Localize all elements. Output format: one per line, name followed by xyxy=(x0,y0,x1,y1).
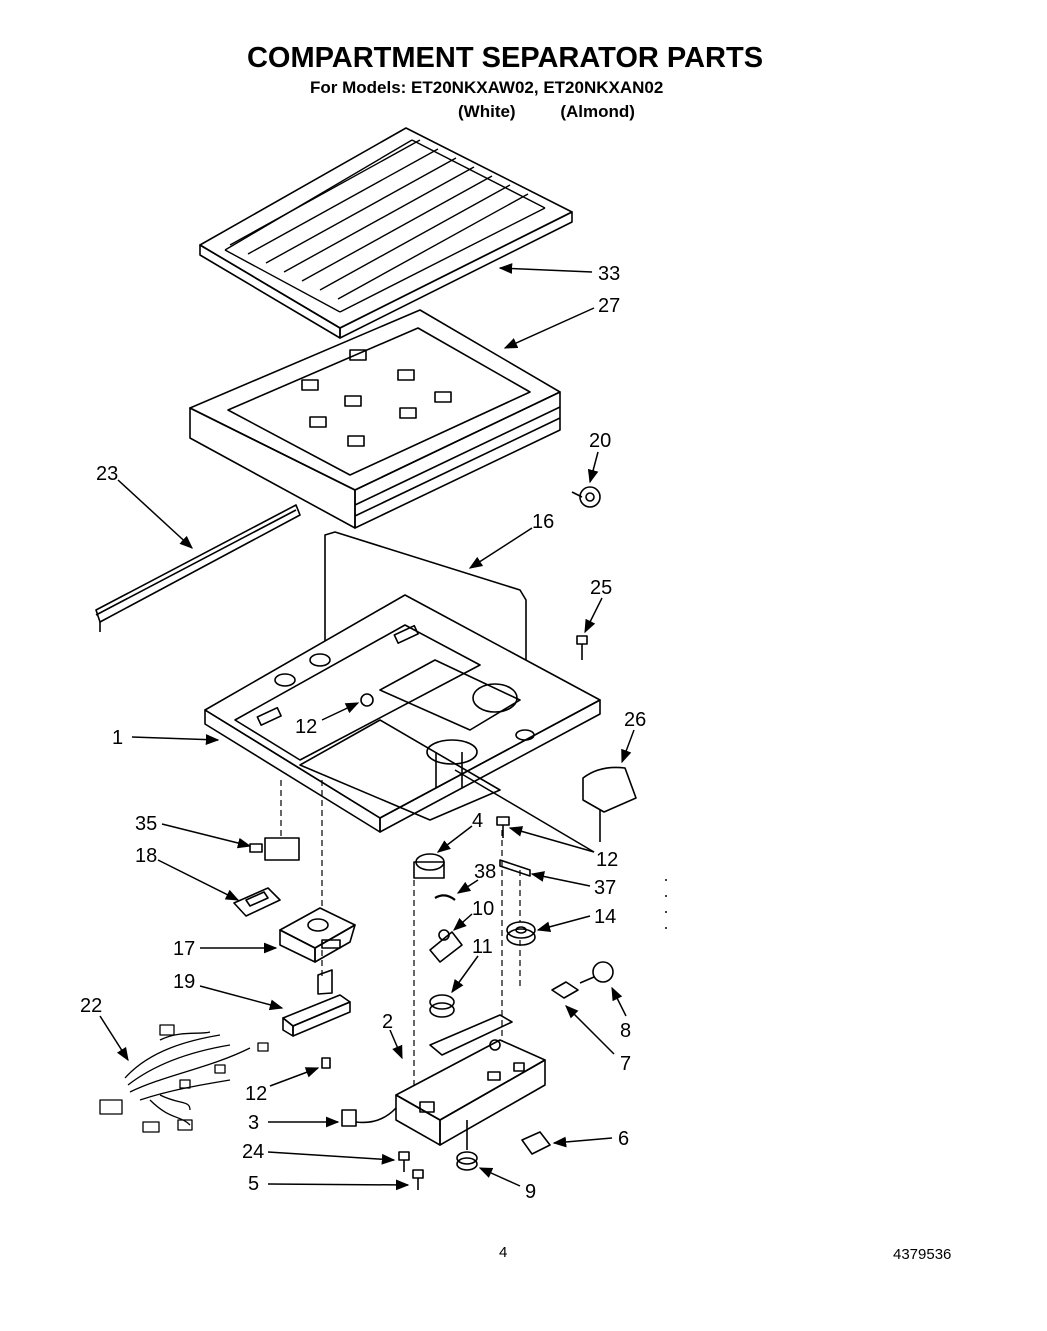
part-26-cover xyxy=(582,766,637,842)
leader-10 xyxy=(452,913,473,931)
callout-10: 10 xyxy=(472,898,494,920)
callout-3: 3 xyxy=(248,1112,259,1134)
document-number: 4379536 xyxy=(893,1246,952,1263)
leader-2 xyxy=(389,1029,403,1060)
page-title: COMPARTMENT SEPARATOR PARTS xyxy=(246,42,764,74)
leader-26 xyxy=(621,729,635,764)
callout-12-b: 12 xyxy=(596,849,618,871)
color-almond: (Almond) xyxy=(560,102,635,121)
callout-22: 22 xyxy=(80,995,102,1017)
callout-25: 25 xyxy=(590,577,612,599)
callout-38: 38 xyxy=(474,861,496,883)
models-line: For Models: ET20NKXAW02, ET20NKXAN02 xyxy=(310,78,664,97)
leader-25 xyxy=(584,597,603,634)
part-24-screw xyxy=(398,1151,410,1172)
callout-17: 17 xyxy=(173,938,195,960)
part-33-grille xyxy=(199,127,573,339)
part-14-knob xyxy=(506,921,536,946)
page-number: 4 xyxy=(499,1244,508,1261)
callout-18: 18 xyxy=(135,845,157,867)
leader-23 xyxy=(117,479,193,549)
part-10-switch xyxy=(429,929,463,963)
part-22-wire-harness xyxy=(99,1024,269,1133)
callout-35: 35 xyxy=(135,813,157,835)
part-12-screw-a xyxy=(360,693,374,707)
leader-12c xyxy=(269,1067,320,1087)
leader-20 xyxy=(587,451,599,484)
leader-35 xyxy=(161,823,252,849)
leader-5 xyxy=(267,1179,410,1191)
callout-23: 23 xyxy=(96,463,118,485)
leader-33 xyxy=(498,263,593,274)
part-19-bracket xyxy=(282,969,351,1037)
color-variants: (White) (Almond) xyxy=(458,102,675,122)
callout-6: 6 xyxy=(618,1128,629,1150)
part-20-knob xyxy=(571,486,601,508)
leader-1 xyxy=(131,734,220,745)
leader-11 xyxy=(451,955,479,994)
callout-9: 9 xyxy=(525,1181,536,1203)
part-11-knob xyxy=(429,994,455,1018)
part-38-tube xyxy=(434,894,456,901)
part-16-rod xyxy=(324,531,527,740)
callout-8: 8 xyxy=(620,1020,631,1042)
callout-12-a: 12 xyxy=(295,716,317,738)
part-4-sensor xyxy=(413,853,445,879)
part-12-screw-c xyxy=(321,1057,331,1069)
callout-11: 11 xyxy=(472,936,493,958)
part-7-socket xyxy=(551,981,579,999)
callout-1: 1 xyxy=(112,727,123,749)
leader-12a xyxy=(321,702,360,721)
leader-9 xyxy=(478,1167,521,1187)
leader-27 xyxy=(503,307,595,349)
callout-12-c: 12 xyxy=(245,1083,267,1105)
callout-14: 14 xyxy=(594,906,616,928)
leader-37 xyxy=(530,871,591,887)
callout-24: 24 xyxy=(242,1141,264,1163)
callout-2: 2 xyxy=(382,1011,393,1033)
callout-7: 7 xyxy=(620,1053,631,1075)
part-23-strip xyxy=(95,504,301,632)
part-35-bracket xyxy=(249,837,300,861)
leader-16 xyxy=(468,527,533,569)
callout-27: 27 xyxy=(598,295,620,317)
part-37-clip xyxy=(499,859,531,877)
part-5-screw xyxy=(412,1169,424,1190)
callout-4: 4 xyxy=(472,810,483,832)
part-27-separator-frame xyxy=(189,309,561,529)
callout-26: 26 xyxy=(624,709,646,731)
leader-4 xyxy=(436,825,473,853)
callout-19: 19 xyxy=(173,971,195,993)
leader-38 xyxy=(456,879,479,894)
leader-14 xyxy=(536,915,591,933)
part-12-screw-b xyxy=(496,816,510,838)
leader-12b-tray xyxy=(454,769,595,853)
callout-5: 5 xyxy=(248,1173,259,1195)
leader-24 xyxy=(267,1151,396,1165)
leader-18 xyxy=(157,859,240,901)
part-25-screw xyxy=(576,635,588,660)
part-3-clip xyxy=(341,1107,397,1127)
part-17-housing xyxy=(279,907,356,963)
leader-19 xyxy=(199,985,284,1011)
callout-33: 33 xyxy=(598,263,620,285)
leader-12b xyxy=(508,826,595,853)
leader-7 xyxy=(565,1005,615,1055)
callout-16: 16 xyxy=(532,511,554,533)
part-8-bulb xyxy=(579,961,614,984)
part-6-switch xyxy=(521,1131,551,1155)
leader-8 xyxy=(611,986,627,1017)
part-9-nut xyxy=(456,1151,478,1171)
leader-22 xyxy=(99,1015,129,1062)
callout-37: 37 xyxy=(594,877,616,899)
color-white: (White) xyxy=(458,102,516,121)
callout-20: 20 xyxy=(589,430,611,452)
part-18-gasket xyxy=(233,887,281,917)
part-1-base-tray xyxy=(204,594,601,833)
part-2-control-housing xyxy=(395,1014,546,1150)
leader-6 xyxy=(552,1136,613,1148)
